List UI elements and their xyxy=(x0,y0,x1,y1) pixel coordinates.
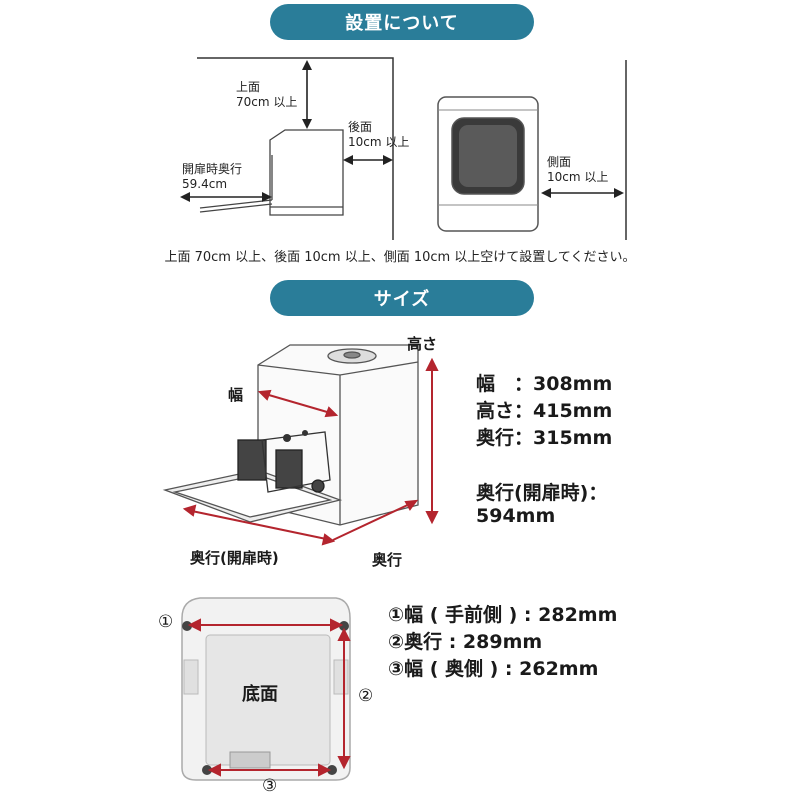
marker-2: ② xyxy=(358,686,374,706)
door-depth-label: 開扉時奥行 xyxy=(182,162,243,176)
back-clearance-label: 後面 xyxy=(348,120,373,134)
top-clearance-value: 70cm 以上 xyxy=(236,95,298,109)
height-label: 高さ xyxy=(407,335,438,353)
front-view-appliance xyxy=(437,96,539,232)
back-clearance-value: 10cm 以上 xyxy=(348,135,410,149)
side-clearance-label: 側面 xyxy=(547,155,572,169)
side-view-appliance xyxy=(269,129,344,216)
appliance-open-door xyxy=(162,344,419,526)
install-heading: 設置について xyxy=(270,4,534,40)
bottom-spec-3: ③幅 ( 奥側 ) : 262mm xyxy=(388,658,599,680)
spec-depth: 奥行：315mm xyxy=(476,427,613,449)
marker-3: ③ xyxy=(262,776,278,796)
door-depth-value: 59.4cm xyxy=(182,177,228,191)
spec-height: 高さ：415mm xyxy=(476,400,613,422)
bottom-spec-1: ①幅 ( 手前側 ) : 282mm xyxy=(388,604,618,626)
spec-depth-open-value: 594mm xyxy=(476,505,556,527)
side-clearance-value: 10cm 以上 xyxy=(547,170,609,184)
bottom-label: 底面 xyxy=(242,684,278,705)
spec-depth-open: 奥行(開扉時)： xyxy=(476,482,608,504)
install-note: 上面 70cm 以上、後面 10cm 以上、側面 10cm 以上空けて設置してく… xyxy=(164,250,636,265)
spec-width: 幅 ：308mm xyxy=(476,373,613,395)
width-label: 幅 xyxy=(228,386,244,404)
top-clearance-label: 上面 xyxy=(236,80,261,94)
marker-1: ① xyxy=(158,612,174,632)
depth-open-label: 奥行(開扉時) xyxy=(190,549,279,567)
size-heading: サイズ xyxy=(270,280,534,316)
depth-label: 奥行 xyxy=(372,551,403,569)
bottom-spec-2: ②奥行 : 289mm xyxy=(388,631,543,653)
bottom-view-appliance xyxy=(181,597,351,781)
